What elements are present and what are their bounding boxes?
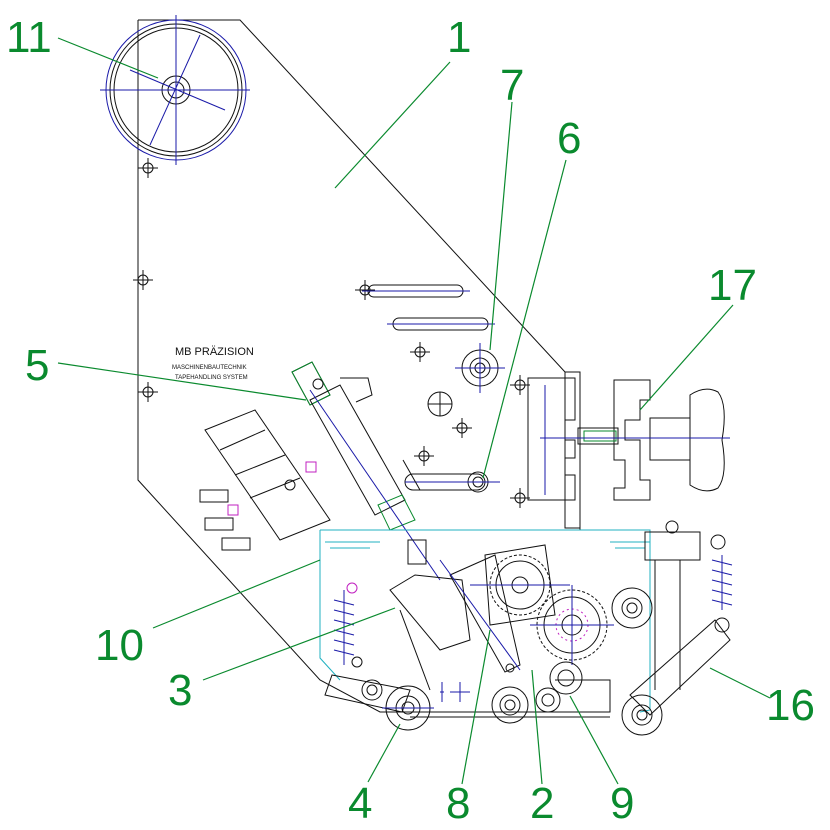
brand-name: MB PRÄZISION (175, 346, 254, 358)
label-1: 1 (447, 13, 471, 62)
lower-arm (324, 574, 471, 713)
guide-roller-7 (455, 343, 505, 393)
leader-lines (57, 37, 771, 785)
mounting-holes (133, 158, 530, 508)
clamp-handle-17 (527, 377, 730, 501)
label-16: 16 (766, 681, 815, 730)
pressure-roller-4 (382, 685, 434, 731)
drive-gear (470, 544, 570, 626)
label-4: 4 (348, 779, 372, 828)
cutter-arm-8 (439, 554, 521, 673)
dancer-arm-16 (621, 520, 733, 736)
adjustment-slots (362, 284, 495, 331)
pneumatic-cylinder-5 (291, 361, 441, 581)
tension-arm-6 (402, 459, 500, 493)
label-8: 8 (446, 779, 470, 828)
label-5: 5 (25, 341, 49, 390)
label-6: 6 (557, 114, 581, 163)
brand-line-2: TAPEHANDLING SYSTEM (175, 375, 248, 381)
label-17: 17 (708, 261, 757, 310)
idler-roller (611, 587, 653, 629)
brand-line-1: MASCHINENBAUTECHNIK (172, 365, 247, 371)
transfer-gear (530, 585, 614, 665)
roller-9 (549, 661, 611, 712)
tape-reel (100, 15, 250, 165)
label-10: 10 (95, 621, 144, 670)
label-9: 9 (610, 779, 634, 828)
roller-2 (440, 682, 561, 724)
valve-block (199, 409, 331, 551)
label-7: 7 (500, 61, 524, 110)
label-11: 11 (6, 13, 52, 62)
reference-numbers: 11 1 7 6 5 17 10 3 4 8 2 9 16 (6, 13, 815, 828)
label-2: 2 (530, 779, 554, 828)
label-3: 3 (168, 666, 192, 715)
